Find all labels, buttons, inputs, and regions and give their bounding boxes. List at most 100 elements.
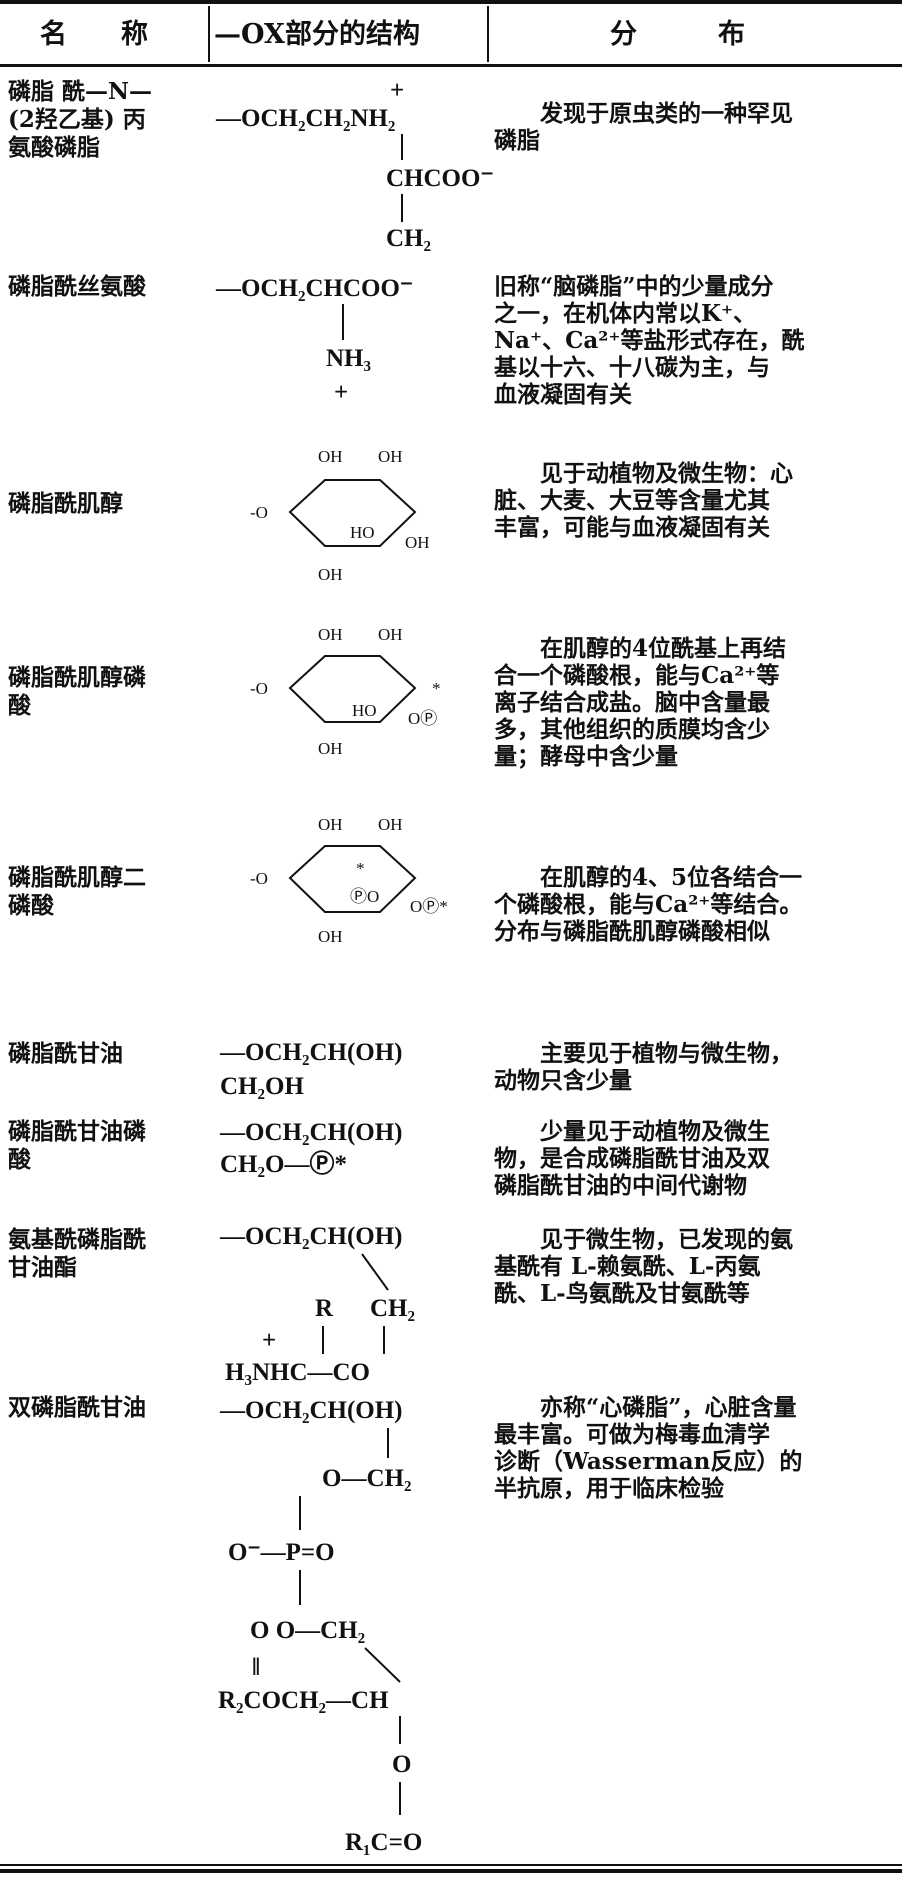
name-line: 磷酸: [8, 892, 54, 919]
formula-text: ⓅO: [350, 887, 379, 906]
row-description: 主要见于植物与微生物， 动物只含少量: [494, 1040, 793, 1094]
desc-line: 分布与磷脂酰肌醇磷酸相似: [494, 918, 770, 945]
name-line: 氨酸磷脂: [8, 134, 100, 161]
formula-text: +: [334, 379, 348, 406]
name-line: 氨基酰磷脂酰: [8, 1226, 146, 1253]
formula-text: OH: [318, 447, 343, 466]
formula-text: NH₃: [326, 345, 371, 372]
formula-text: OH: [318, 625, 343, 644]
name-line: 磷脂酰肌醇: [8, 490, 123, 517]
desc-line: 物，是合成磷脂酰甘油及双: [494, 1145, 770, 1172]
formula-text: R₂COCH₂—CH: [218, 1687, 389, 1714]
desc-line: 多，其他组织的质膜均含少: [494, 716, 770, 743]
desc-line: 脏、大麦、大豆等含量尤其: [494, 487, 770, 514]
formula-text: OH: [318, 565, 343, 584]
formula-text: OH: [378, 447, 403, 466]
formula-text: -O: [250, 503, 268, 522]
desc-line: 亦称“心磷脂”，心脏含量: [540, 1394, 797, 1421]
formula-text: -O: [250, 679, 268, 698]
desc-line: 发现于原虫类的一种罕见: [540, 100, 793, 127]
name-line: 磷脂酰甘油磷: [8, 1118, 146, 1145]
name-line: (2羟乙基) 丙: [8, 106, 146, 133]
formula-text: —OCH₂CH(OH): [219, 1397, 402, 1424]
name-line: 双磷脂酰甘油: [8, 1394, 146, 1421]
header-divider: [208, 6, 210, 62]
row-name: 磷脂 酰—N— (2羟乙基) 丙 氨酸磷脂: [8, 78, 152, 162]
name-line: 甘油酯: [8, 1254, 77, 1281]
formula-text: OH: [318, 739, 343, 758]
row-name: 磷脂酰甘油: [8, 1040, 123, 1068]
bond: [361, 1253, 389, 1291]
formula-text: CH₂: [386, 225, 431, 252]
row-name: 磷脂酰肌醇二 磷酸: [8, 864, 146, 920]
row-name: 磷脂酰丝氨酸: [8, 273, 146, 301]
desc-line: 合一个磷酸根，能与Ca²⁺等: [494, 662, 780, 689]
formula-text: CH₂O—Ⓟ*: [220, 1149, 347, 1178]
formula-text: OH: [378, 815, 403, 834]
formula-text: +: [390, 77, 404, 104]
desc-line: 个磷酸根，能与Ca²⁺等结合。: [494, 891, 803, 918]
inositol-ring: [288, 479, 417, 547]
name-line: 磷脂酰肌醇二: [8, 864, 146, 891]
inositol-ring: [288, 845, 417, 913]
formula-text: OⓅ: [408, 709, 437, 728]
formula-text: *: [356, 859, 365, 878]
row-description: 在肌醇的4位酰基上再结 合一个磷酸根，能与Ca²⁺等 离子结合成盐。脑中含量最 …: [494, 635, 786, 770]
formula-text: O⁻—P=O: [228, 1539, 335, 1566]
row-name: 磷脂酰甘油磷 酸: [8, 1118, 146, 1174]
formula-text: —OCH₂CH₂NH₂: [215, 105, 395, 132]
desc-line: 基酰有 L-赖氨酰、L-丙氨: [494, 1253, 761, 1280]
formula-text: —OCH₂CH(OH): [219, 1223, 402, 1250]
formula-text: H₃NHC—CO: [225, 1359, 370, 1386]
desc-line: 动物只含少量: [494, 1067, 632, 1094]
formula-text: OH: [318, 815, 343, 834]
formula-text: —OCH₂CH(OH): [219, 1039, 402, 1066]
row-name: 磷脂酰肌醇磷 酸: [8, 664, 146, 720]
row-description: 亦称“心磷脂”，心脏含量 最丰富。可做为梅毒血清学 诊断（Wasserman反应…: [494, 1394, 802, 1502]
desc-line: 在肌醇的4、5位各结合一: [540, 864, 803, 891]
name-line: 酸: [8, 692, 31, 719]
formula-text: HO: [352, 701, 377, 720]
desc-line: 基以十六、十八碳为主，与: [494, 354, 770, 381]
formula-text: O: [392, 1751, 411, 1778]
desc-line: 酰、L-鸟氨酰及甘氨酰等: [494, 1280, 750, 1307]
desc-line: 之一，在机体内常以K⁺、: [494, 300, 757, 327]
formula-text: —OCH₂CHCOO⁻: [215, 275, 413, 302]
top-rule: [0, 0, 902, 4]
desc-line: 最丰富。可做为梅毒血清学: [494, 1421, 770, 1448]
desc-line: 诊断（Wasserman反应）的: [494, 1448, 803, 1475]
desc-line: 丰富，可能与血液凝固有关: [494, 514, 770, 541]
formula-text: ‖: [252, 1654, 260, 1681]
formula-text: O O—CH₂: [250, 1617, 365, 1644]
row-name: 双磷脂酰甘油: [8, 1394, 146, 1422]
formula-text: OH: [378, 625, 403, 644]
row-description: 少量见于动植物及微生 物，是合成磷脂酰甘油及双 磷脂酰甘油的中间代谢物: [494, 1118, 770, 1199]
desc-line: 见于动植物及微生物：心: [540, 460, 793, 487]
header-divider: [487, 6, 489, 62]
desc-line: 离子结合成盐。脑中含量最: [494, 689, 770, 716]
formula-text: CH₂OH: [220, 1073, 304, 1100]
row-description: 见于微生物，已发现的氨 基酰有 L-赖氨酰、L-丙氨 酰、L-鸟氨酰及甘氨酰等: [494, 1226, 793, 1307]
row-description: 在肌醇的4、5位各结合一 个磷酸根，能与Ca²⁺等结合。 分布与磷脂酰肌醇磷酸相…: [494, 864, 802, 945]
name-line: 磷脂 酰—N—: [8, 78, 153, 105]
header-distribution: 分 布: [610, 19, 745, 50]
name-line: 酸: [8, 1146, 31, 1173]
desc-line: 见于微生物，已发现的氨: [540, 1226, 793, 1253]
formula-text: OⓅ*: [410, 897, 448, 916]
row-description: 旧称“脑磷脂”中的少量成分 之一，在机体内常以K⁺、 Na⁺、Ca²⁺等盐形式存…: [494, 273, 805, 408]
formula-text: OH: [318, 927, 343, 946]
row-description: 见于动植物及微生物：心 脏、大麦、大豆等含量尤其 丰富，可能与血液凝固有关: [494, 460, 793, 541]
desc-line: 血液凝固有关: [494, 381, 632, 408]
row-name: 氨基酰磷脂酰 甘油酯: [8, 1226, 146, 1282]
bottom-rule: [0, 1869, 902, 1873]
header-structure: —OX部分的结构: [214, 19, 420, 50]
formula-text: -O: [250, 869, 268, 888]
formula-text: R: [315, 1295, 334, 1322]
desc-line: 磷脂: [494, 127, 540, 154]
formula-text: *: [432, 679, 441, 698]
desc-line: 旧称“脑磷脂”中的少量成分: [494, 273, 774, 300]
desc-line: 半抗原，用于临床检验: [494, 1475, 724, 1502]
name-line: 磷脂酰丝氨酸: [8, 273, 146, 300]
